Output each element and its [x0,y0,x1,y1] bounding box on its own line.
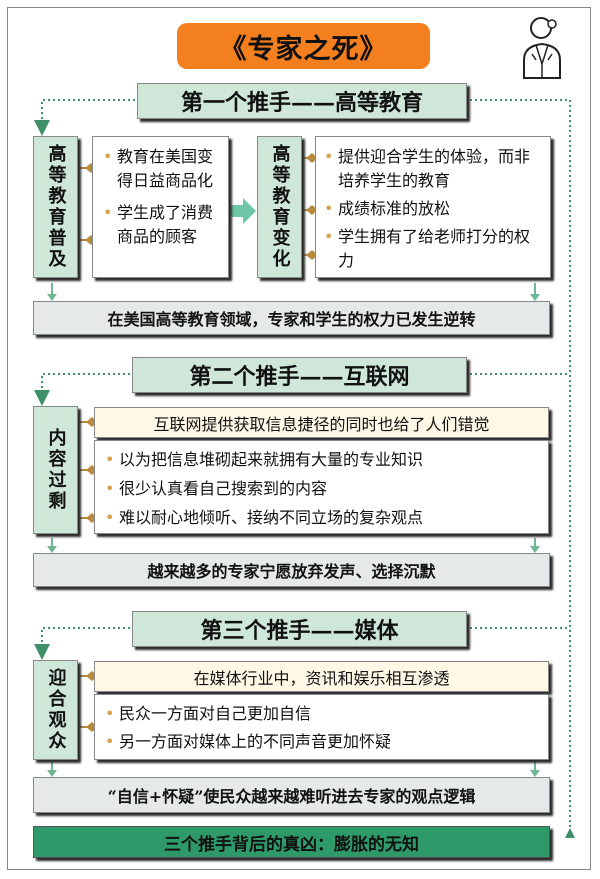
section1-conclusion: 在美国高等教育领域，专家和学生的权力已发生逆转 [33,301,550,335]
section2-box: 以为把信息堆砌起来就拥有大量的专业知识 很少认真看自己搜索到的内容 难以耐心地倾… [94,440,549,534]
list-item: 另一方面对媒体上的不同声音更加怀疑 [101,728,538,756]
section2-conclusion: 越来越多的专家宁愿放弃发声、选择沉默 [33,553,550,587]
section2-list: 以为把信息堆砌起来就拥有大量的专业知识 很少认真看自己搜索到的内容 难以耐心地倾… [101,445,538,532]
section2-header: 第二个推手——互联网 [132,357,467,393]
expert-avatar-icon [523,17,561,79]
section3-label: 迎合观众 [33,660,78,760]
list-item: 以为把信息堆砌起来就拥有大量的专业知识 [101,445,538,474]
section3-list: 民众一方面对自己更加自信 另一方面对媒体上的不同声音更加怀疑 [101,700,538,756]
section3-box: 民众一方面对自己更加自信 另一方面对媒体上的不同声音更加怀疑 [94,694,549,760]
section1-left-label: 高等教育普及 [33,136,78,278]
section1-right-label: 高等教育变化 [257,136,302,278]
list-item: 学生成了消费商品的顾客 [99,201,218,249]
section1-right-box: 提供迎合学生的体验，而非培养学生的教育 成绩标准的放松 学生拥有了给老师打分的权… [315,136,551,278]
section2-lead: 互联网提供获取信息捷径的同时也给了人们错觉 [94,407,549,438]
list-item: 提供迎合学生的体验，而非培养学生的教育 [320,145,542,193]
page-title: 《专家之死》 [177,23,430,69]
list-item: 成绩标准的放松 [320,197,542,221]
section3-lead: 在媒体行业中，资讯和娱乐相互渗透 [94,661,549,692]
section2-label: 内容过剩 [33,406,78,534]
list-item: 很少认真看自己搜索到的内容 [101,474,538,503]
section1-left-list: 教育在美国变得日益商品化 学生成了消费商品的顾客 [99,145,218,249]
page-frame [7,7,591,870]
section3-header: 第三个推手——媒体 [132,611,467,647]
section1-header: 第一个推手——高等教育 [137,83,467,119]
final-conclusion: 三个推手背后的真凶：膨胀的无知 [33,826,550,858]
list-item: 难以耐心地倾听、接纳不同立场的复杂观点 [101,503,538,532]
section1-left-box: 教育在美国变得日益商品化 学生成了消费商品的顾客 [92,136,229,278]
list-item: 民众一方面对自己更加自信 [101,700,538,728]
section3-conclusion: “自信+怀疑”使民众越来越难听进去专家的观点逻辑 [33,777,550,813]
section1-right-list: 提供迎合学生的体验，而非培养学生的教育 成绩标准的放松 学生拥有了给老师打分的权… [320,145,542,273]
list-item: 教育在美国变得日益商品化 [99,145,218,193]
list-item: 学生拥有了给老师打分的权力 [320,225,542,273]
